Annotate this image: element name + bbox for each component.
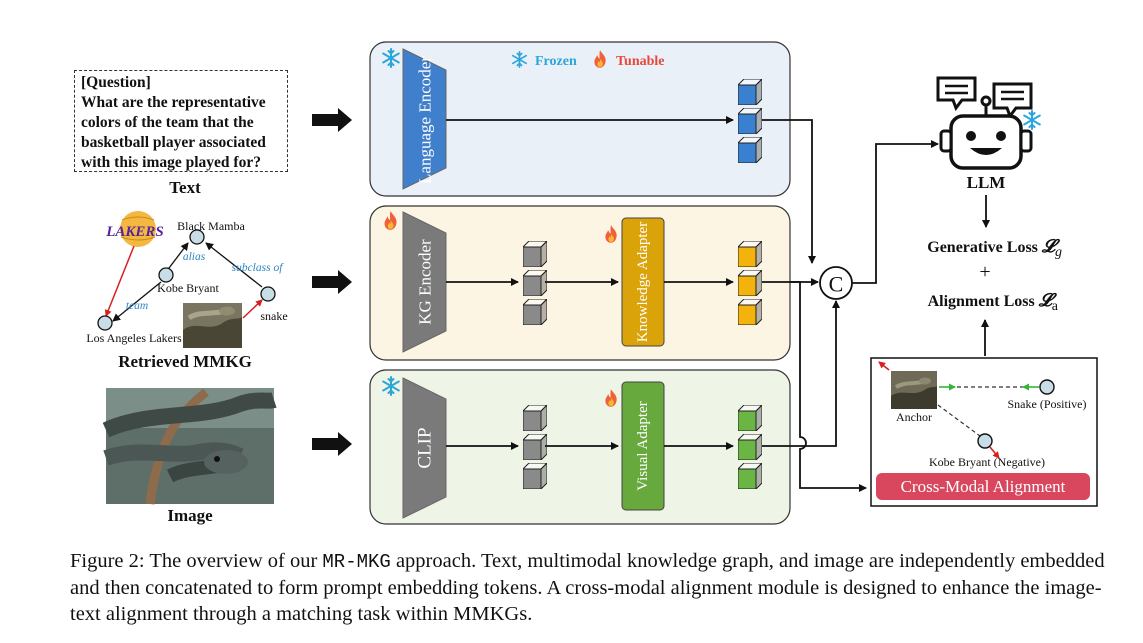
generative-loss-label: Generative Loss 𝓛g — [927, 236, 1062, 260]
negative-pair-line — [937, 404, 981, 437]
token-cube — [523, 299, 547, 325]
lakers-label: Los Angeles Lakers — [86, 331, 182, 345]
token-cube — [738, 434, 762, 460]
clip-encoder-label: CLIP — [415, 427, 436, 468]
legend-tunable: Tunable — [616, 54, 665, 69]
team-edge-label: team — [126, 300, 148, 312]
token-cube — [738, 79, 762, 105]
knowledge-token-cubes — [738, 241, 762, 325]
llm-label: LLM — [967, 173, 1006, 192]
visual-adapter-label: Visual Adapter — [635, 401, 651, 491]
cross-modal-alignment-badge — [876, 473, 1090, 500]
losses: Generative Loss 𝓛g + Alignment Loss 𝓛a — [927, 236, 1062, 314]
token-cube — [523, 434, 547, 460]
legend: Frozen Tunable — [512, 50, 665, 69]
caption-method: MR-MKG — [322, 551, 391, 573]
alignment-loss-label: Alignment Loss 𝓛a — [928, 290, 1059, 314]
token-cube — [738, 108, 762, 134]
visual-token-cubes — [738, 405, 762, 489]
kg-encoder — [402, 211, 447, 353]
input-arrow-kg — [312, 270, 352, 294]
subclass-edge-label: subclass of — [232, 262, 285, 274]
token-cube — [738, 270, 762, 296]
knowledge-adapter-label: Knowledge Adapter — [635, 222, 651, 342]
snake-thumbnail — [183, 303, 242, 348]
token-cube — [523, 463, 547, 489]
kg-branch-panel — [369, 205, 791, 361]
kobe-label: Kobe Bryant — [157, 281, 219, 295]
image-branch-panel — [369, 369, 791, 525]
language-token-cubes — [738, 79, 762, 163]
lakers-logo: LAKERS — [105, 211, 164, 247]
snowflake-icon — [1023, 110, 1041, 130]
positive-node — [1039, 379, 1055, 395]
input-arrow-text — [312, 108, 352, 132]
anchor-snake-thumbnail — [891, 371, 937, 409]
question-box: [Question] What are the representative c… — [74, 70, 288, 172]
node-black-mamba — [189, 229, 205, 245]
text-branch-panel — [369, 41, 791, 197]
kg-to-alignment-line — [790, 281, 867, 492]
token-cube — [738, 463, 762, 489]
token-cube — [523, 241, 547, 267]
anchor-label: Anchor — [896, 410, 932, 424]
architecture-diagram: Frozen Tunable Language Encoder KG Encod… — [86, 41, 1098, 525]
negative-node — [977, 433, 993, 449]
token-cube — [738, 137, 762, 163]
llm-robot-icon — [936, 76, 1033, 170]
token-cube — [738, 299, 762, 325]
figure-caption: Figure 2: The overview of our MR-MKG app… — [70, 548, 1110, 627]
node-kobe — [158, 267, 174, 283]
logo-to-lakers-edge — [104, 245, 135, 317]
lakers-logo-text: LAKERS — [105, 224, 164, 240]
input-snake-image — [102, 388, 277, 505]
mmkg-graph: LAKERS Black Mamba Kobe Bryant snake Los… — [86, 211, 288, 348]
cross-modal-alignment-title: Cross-Modal Alignment — [901, 477, 1066, 496]
clip-encoder — [402, 377, 447, 519]
question-text: What are the representative colors of th… — [81, 94, 266, 171]
mmkg-caption: Retrieved MMKG — [118, 352, 252, 371]
clip-token-cubes — [523, 405, 547, 489]
node-snake — [260, 286, 276, 302]
caption-prefix: Figure 2: The overview of our — [70, 550, 323, 572]
kg-encoder-token-cubes — [523, 241, 547, 325]
alias-edge — [165, 242, 189, 273]
caption-rest: approach. Text, multimodal knowledge gra… — [70, 550, 1105, 625]
legend-frozen: Frozen — [535, 54, 577, 69]
input-arrow-image — [312, 432, 352, 456]
image-to-concat-line — [762, 300, 840, 447]
token-cube — [523, 405, 547, 431]
subclass-edge — [205, 242, 263, 288]
alias-edge-label: alias — [183, 251, 206, 263]
token-cube — [738, 241, 762, 267]
plus-sign: + — [979, 261, 990, 283]
question-tag: [Question] — [81, 74, 151, 91]
black-mamba-label: Black Mamba — [177, 219, 245, 233]
team-edge — [112, 281, 162, 322]
concat-symbol: C — [829, 272, 844, 297]
snake-label: snake — [260, 309, 287, 323]
token-cube — [523, 270, 547, 296]
language-encoder-label: Language Encoder — [416, 56, 435, 184]
node-lakers — [97, 315, 113, 331]
text-input-caption: Text — [169, 178, 201, 197]
negative-push-arrow — [989, 446, 1000, 459]
negative-label: Kobe Bryant (Negative) — [929, 455, 1045, 469]
snake-image-to-node-edge — [242, 299, 263, 319]
concat-to-llm-line — [852, 140, 939, 284]
positive-label: Snake (Positive) — [1008, 397, 1087, 411]
token-cube — [738, 405, 762, 431]
anchor-push-arrow — [878, 361, 890, 371]
language-encoder — [402, 48, 447, 190]
text-to-concat-line — [762, 119, 816, 264]
kg-encoder-label: KG Encoder — [416, 239, 435, 325]
image-caption: Image — [167, 506, 213, 525]
